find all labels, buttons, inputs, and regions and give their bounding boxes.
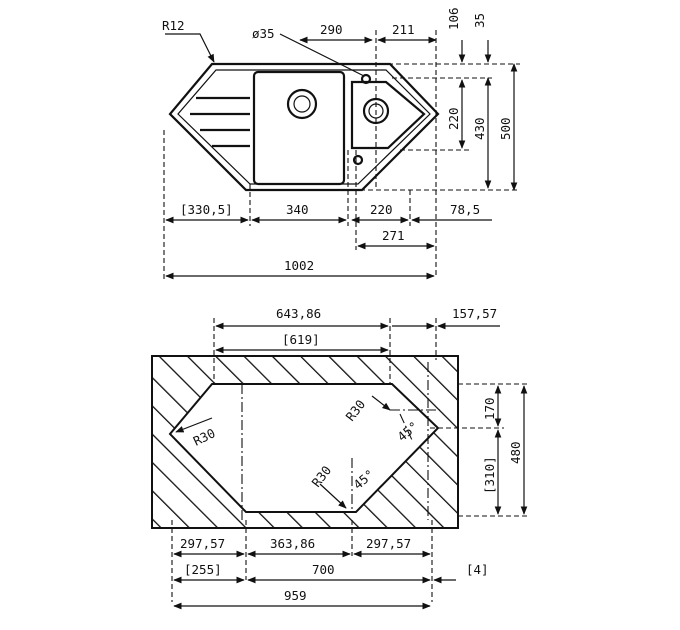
dim-500: 500 xyxy=(498,117,513,140)
dim-4: [4] xyxy=(466,562,489,577)
sink-inner-outline xyxy=(177,69,431,185)
dim-1002: 1002 xyxy=(284,258,314,273)
dim-271: 271 xyxy=(382,228,405,243)
radius-top-label: R30 xyxy=(343,397,369,424)
second-bowl xyxy=(350,80,426,150)
sink-outline xyxy=(168,62,440,192)
countertop-hatched xyxy=(151,355,459,529)
hole-leader xyxy=(279,33,365,77)
dim-700: 700 xyxy=(312,562,335,577)
dim-211: 211 xyxy=(392,22,415,37)
dim-430: 430 xyxy=(472,117,487,140)
top-view: R12 ø35 290 211 106 35 220 430 500 [ xyxy=(162,7,520,280)
dim-106: 106 xyxy=(446,7,461,30)
dim-157-57: 157,57 xyxy=(452,306,497,321)
dim-297-57-right: 297,57 xyxy=(366,536,411,551)
hole-diameter-label: ø35 xyxy=(252,26,275,41)
main-bowl xyxy=(252,70,346,186)
main-drain-inner xyxy=(293,95,311,113)
dim-959: 959 xyxy=(284,588,307,603)
tap-hole xyxy=(360,73,372,85)
dim-310: [310] xyxy=(482,456,497,494)
cutout-view: 643,86 [619] 157,57 170 [310] 480 R30 R3… xyxy=(151,306,530,610)
overflow-hole xyxy=(352,154,364,166)
dim-290: 290 xyxy=(320,22,343,37)
dim-619: [619] xyxy=(282,332,320,347)
r12-leader xyxy=(165,33,215,63)
dim-330-5: [330,5] xyxy=(180,202,233,217)
dim-480: 480 xyxy=(508,441,523,464)
dim-643-86: 643,86 xyxy=(276,306,321,321)
dim-220-horizontal: 220 xyxy=(370,202,393,217)
dim-35: 35 xyxy=(472,13,487,28)
main-drain xyxy=(286,88,318,120)
radius-r12-label: R12 xyxy=(162,18,185,33)
dim-255: [255] xyxy=(184,562,222,577)
dim-78-5: 78,5 xyxy=(450,202,480,217)
dim-170: 170 xyxy=(482,397,497,420)
dim-363-86: 363,86 xyxy=(270,536,315,551)
dim-297-57-left: 297,57 xyxy=(180,536,225,551)
dim-340: 340 xyxy=(286,202,309,217)
dim-220-vertical: 220 xyxy=(446,107,461,130)
radius-left-label: R30 xyxy=(191,425,218,448)
angle-mid-label: 45° xyxy=(350,466,377,492)
